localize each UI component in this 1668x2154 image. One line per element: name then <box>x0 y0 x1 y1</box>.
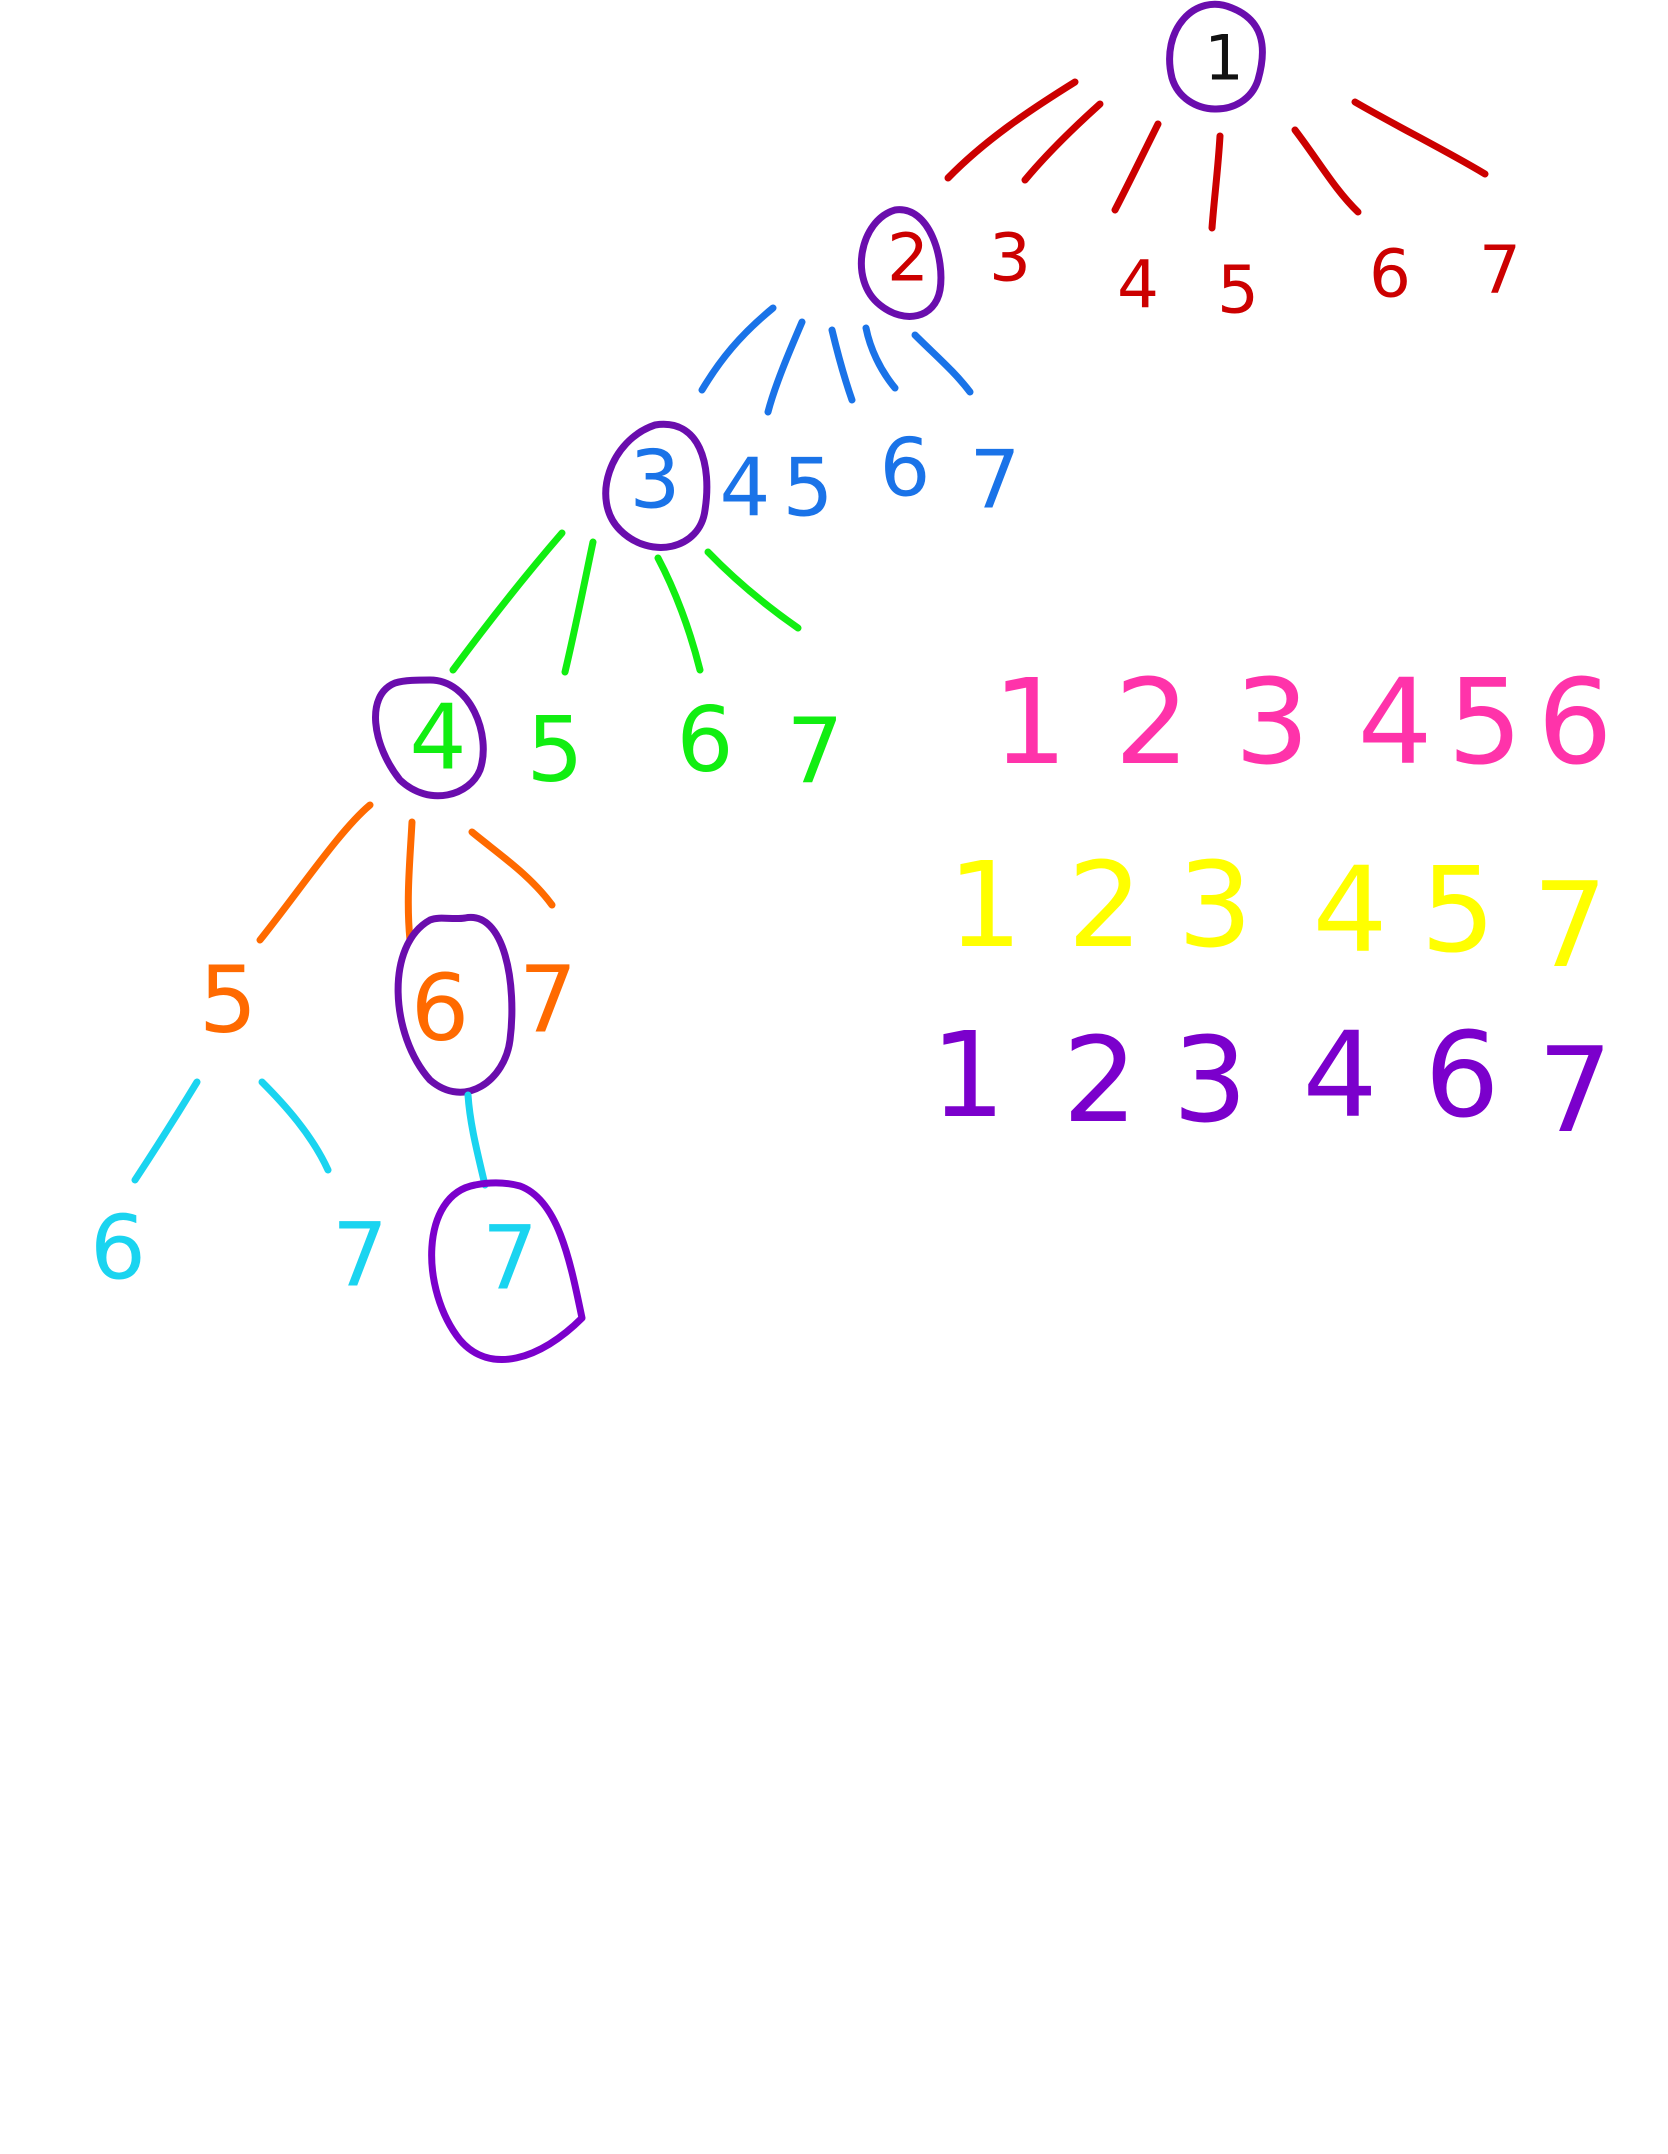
l1-node: 6 <box>1369 236 1411 313</box>
l3-node: 4 <box>409 686 466 791</box>
sequence-digit: 2 <box>1114 653 1189 791</box>
l2-node: 6 <box>880 422 931 515</box>
edge-3-7 <box>704 548 802 632</box>
edge-4-6 <box>404 818 416 944</box>
l2-node: 5 <box>783 442 834 535</box>
root-circle <box>1166 0 1266 113</box>
node-2-circle <box>857 206 945 320</box>
node-3-circle <box>602 420 711 551</box>
l5-node: 7 <box>482 1207 538 1310</box>
sequence-digit: 7 <box>1532 856 1607 994</box>
edge-2-6 <box>862 324 899 392</box>
level4-nodes: 5 6 7 <box>199 914 578 1096</box>
sequence-digit: 5 <box>1447 653 1522 791</box>
level2-nodes: 3 4 5 6 7 <box>602 420 1021 551</box>
edge-root-4 <box>1111 120 1162 214</box>
sequence-digit: 4 <box>1357 653 1432 791</box>
sequence-row-3: 1 2 3 4 6 7 <box>930 1006 1612 1159</box>
l1-node: 5 <box>1217 252 1259 329</box>
sequence-digit: 2 <box>1062 1011 1137 1149</box>
l1-node: 3 <box>989 220 1031 297</box>
l3-node: 6 <box>676 688 733 793</box>
level1-edges <box>944 78 1489 232</box>
node-6-circle <box>394 914 516 1096</box>
edge-5-7 <box>258 1078 332 1174</box>
edge-3-6 <box>654 554 704 674</box>
l5-node: 6 <box>90 1197 146 1300</box>
root-node: 1 <box>1166 0 1266 113</box>
level5-edges <box>131 1078 489 1189</box>
sequence-digit: 1 <box>992 653 1067 791</box>
level2-edges <box>698 304 974 416</box>
sequence-digit: 1 <box>930 1006 1005 1144</box>
edge-2-7 <box>911 331 974 396</box>
edge-3-4 <box>449 529 566 674</box>
l4-node: 7 <box>519 947 578 1054</box>
root-label: 1 <box>1204 22 1243 95</box>
node-4-circle <box>372 676 487 800</box>
sequence-digit: 6 <box>1424 1006 1499 1144</box>
sequence-digit: 1 <box>947 836 1022 974</box>
level3-nodes: 4 5 6 7 <box>372 676 844 805</box>
sequence-digit: 6 <box>1537 653 1612 791</box>
sequence-digit: 2 <box>1067 836 1142 974</box>
sequence-digit: 4 <box>1312 841 1387 979</box>
sequence-digit: 5 <box>1420 841 1495 979</box>
edge-root-2 <box>944 78 1079 182</box>
edge-root-3 <box>1021 100 1104 184</box>
edge-3-5 <box>561 538 597 676</box>
l3-node: 7 <box>786 700 843 805</box>
l1-node: 7 <box>1479 232 1521 309</box>
l1-node: 4 <box>1117 247 1159 324</box>
sequence-digit: 7 <box>1537 1021 1612 1159</box>
sequence-row-1: 1 2 3 4 5 6 <box>992 653 1612 791</box>
sequence-digit: 4 <box>1302 1006 1377 1144</box>
sequence-digit: 3 <box>1177 836 1252 974</box>
edge-root-5 <box>1208 132 1224 232</box>
l5-node: 7 <box>332 1204 388 1307</box>
edge-root-6 <box>1291 126 1362 216</box>
sequence-digit: 3 <box>1234 653 1309 791</box>
edge-5-6 <box>131 1078 201 1184</box>
level3-edges <box>449 529 802 676</box>
edge-4-7 <box>468 828 556 909</box>
edge-2-3 <box>698 304 777 394</box>
sequence-row-2: 1 2 3 4 5 7 <box>947 836 1607 994</box>
edge-root-7 <box>1351 98 1489 178</box>
sequence-digit: 3 <box>1172 1011 1247 1149</box>
edge-6-7 <box>464 1091 489 1189</box>
l1-node: 2 <box>887 220 929 297</box>
l2-node: 3 <box>630 434 681 527</box>
level5-nodes: 6 7 7 <box>90 1179 586 1363</box>
edge-4-5 <box>256 801 374 944</box>
edge-2-5 <box>828 326 856 404</box>
l2-node: 4 <box>720 442 771 535</box>
level4-edges <box>256 801 556 944</box>
node-7-circle <box>428 1179 586 1363</box>
edge-2-4 <box>764 318 806 416</box>
l4-node: 5 <box>199 947 258 1054</box>
l2-node: 7 <box>970 434 1021 527</box>
l3-node: 5 <box>526 698 583 803</box>
l4-node: 6 <box>411 955 470 1062</box>
level1-nodes: 2 3 4 5 6 7 <box>857 206 1521 329</box>
